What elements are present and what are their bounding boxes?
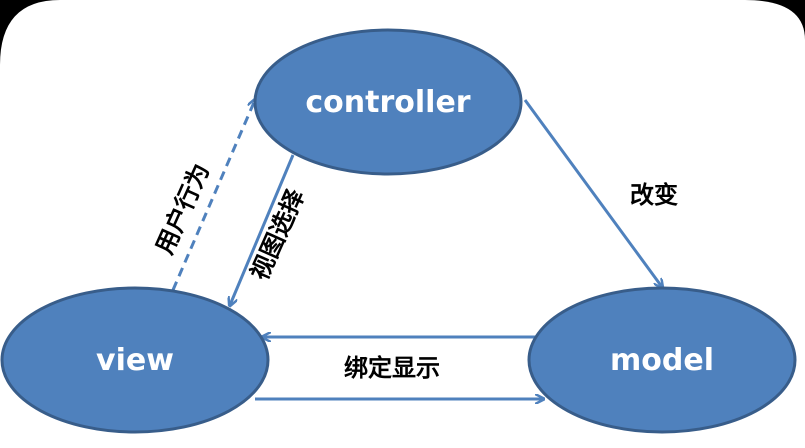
node-view: view	[0, 286, 270, 434]
node-view-label: view	[96, 343, 174, 378]
edge-view-select-arrow	[230, 154, 295, 305]
node-controller: controller	[253, 28, 523, 176]
edge-binding-label: 绑定显示	[344, 354, 440, 382]
node-controller-label: controller	[305, 85, 470, 120]
node-model: model	[527, 286, 797, 434]
node-view-shape	[0, 286, 270, 434]
edge-change-label: 改变	[630, 181, 678, 209]
node-model-shape	[527, 286, 797, 434]
edge-change-arrow	[523, 99, 662, 287]
node-model-label: model	[610, 343, 714, 378]
edge-user-action-arrow	[171, 100, 255, 291]
node-controller-shape	[253, 28, 523, 176]
